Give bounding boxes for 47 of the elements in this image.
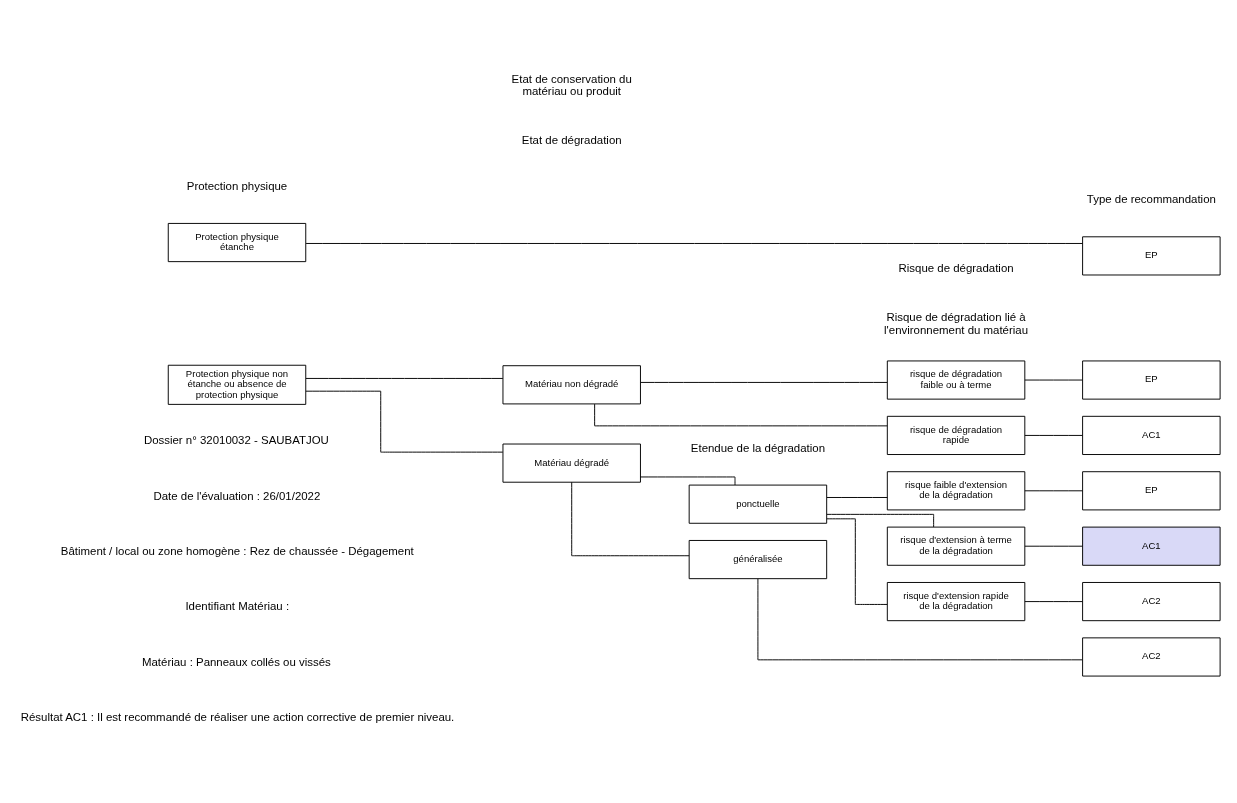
connector (826, 513, 935, 527)
connector (826, 517, 888, 605)
node-box: risque d'extension à terme de la dégradation (886, 526, 1026, 566)
label: Risque de dégradation lié à l'environnement du matériau (884, 310, 1029, 336)
node-box: ponctuelle (688, 484, 828, 524)
label: Résultat AC1 : Il est recommandé de réaliser une action corrective de premier niveau. (20, 710, 455, 723)
node-box: EP (1082, 359, 1221, 400)
label: Etat de conservation du matériau ou produit (511, 72, 632, 97)
connector (757, 577, 1083, 660)
label: Type de recommandation (1086, 192, 1216, 205)
node-box: AC1 (1082, 415, 1221, 455)
label: Protection physique (186, 179, 288, 192)
node-box: EP (1082, 235, 1221, 275)
connector (1024, 379, 1083, 380)
label: Etat de dégradation (521, 133, 622, 146)
node-box: Matériau dégradé (502, 443, 641, 483)
node-box: risque de dégradation faible ou à terme (886, 359, 1026, 400)
node-box: risque d'extension rapide de la dégradation (886, 581, 1026, 621)
node-box: généralisée (688, 539, 828, 579)
label: Dossier n° 32010032 - SAUBATJOU (143, 433, 329, 446)
connector (1024, 545, 1083, 547)
connector (1024, 434, 1083, 436)
connector (1024, 600, 1083, 602)
node-box: AC2 (1082, 581, 1221, 621)
label: Etendue de la dégradation (690, 441, 826, 454)
node-box: risque faible d'extension de la dégradation (886, 470, 1026, 510)
label: Date de l'évaluation : 26/01/2022 (153, 489, 321, 501)
node-box: risque de dégradation rapide (886, 415, 1026, 455)
connector (1024, 489, 1083, 491)
node-box: AC2 (1082, 636, 1221, 677)
node-box: Protection physique non étanche ou absence de protection physique (167, 364, 307, 405)
connector (305, 377, 504, 379)
connector (640, 476, 736, 485)
label: Bâtiment / local ou zone homogène : Rez de chaussée - Dégagement (60, 544, 414, 557)
connector (305, 242, 1083, 244)
connector (640, 381, 888, 383)
label: Identifiant Matériau : (185, 599, 290, 612)
node-box: Protection physique étanche (167, 222, 307, 262)
node-box: EP (1082, 470, 1221, 510)
connector (305, 390, 504, 453)
node-box: AC1 (1082, 526, 1221, 566)
connector (571, 481, 690, 556)
connector (594, 403, 888, 426)
label: Matériau : Panneaux collés ou vissés (141, 655, 331, 668)
node-box: Matériau non dégradé (502, 364, 641, 404)
label: Risque de dégradation (898, 261, 1014, 274)
connector (826, 496, 888, 498)
